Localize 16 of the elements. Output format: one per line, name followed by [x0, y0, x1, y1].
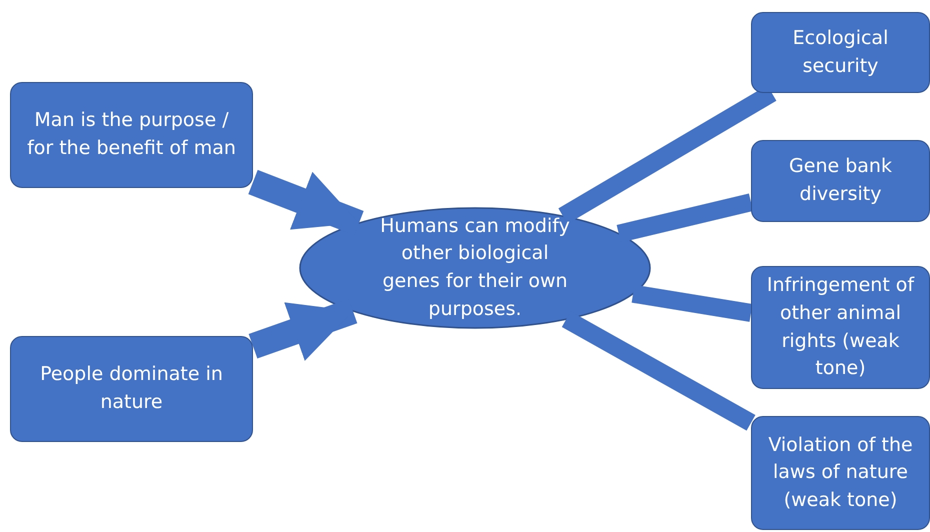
- process-box: [751, 416, 930, 530]
- node-label: Man is the purpose / for the benefit of man: [26, 108, 237, 161]
- node-label: Gene bank diversity: [788, 154, 893, 207]
- node-label: Infringement of other animal rights (weak tone): [766, 273, 916, 382]
- ellipse-node: [299, 207, 651, 329]
- node-label: Ecological security: [792, 26, 890, 78]
- process-box: [751, 140, 930, 222]
- node-label: People dominate in nature: [39, 362, 224, 415]
- connector-bar: [616, 194, 754, 243]
- process-box: [751, 12, 930, 93]
- node-label: Humans can modify other biological genes for their own purposes.: [379, 214, 571, 322]
- node-label: Violation of the laws of nature (weak tone): [767, 432, 914, 513]
- process-box: [10, 336, 253, 442]
- process-box: [10, 82, 253, 188]
- process-box: [751, 266, 930, 389]
- connector-bar: [632, 284, 752, 322]
